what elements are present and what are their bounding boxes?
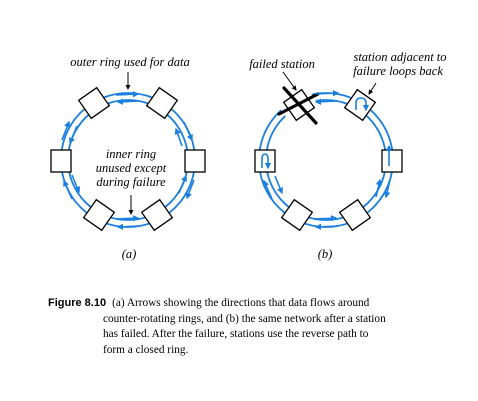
station-a-bottom-left: [82, 198, 116, 232]
station-b-top-right: [343, 88, 377, 122]
ring-arrows-b: [263, 90, 393, 230]
ring-b: failed station station adjacent to failu…: [249, 50, 446, 261]
caption-line-2: counter-rotating rings, and (b) the same…: [103, 312, 386, 325]
station-a-right: [184, 149, 206, 173]
caption-line-4: form a closed ring.: [103, 343, 189, 356]
ring-a: outer ring used for data inner ring unus…: [50, 55, 206, 261]
label-failed-station: failed station: [249, 57, 315, 71]
loopback-top-right: [355, 97, 370, 112]
pointer-adjacent-station: [368, 82, 377, 95]
figure-caption: Figure 8.10 (a) Arrows showing the direct…: [48, 296, 414, 358]
failed-station-cross-icon: [277, 86, 320, 125]
label-inner-ring-1: inner ring: [106, 147, 156, 161]
station-b-bottom-left: [280, 198, 314, 232]
station-b-right: [381, 149, 403, 173]
label-adjacent-1: station adjacent to: [353, 50, 446, 64]
figure-label: Figure 8.10: [48, 297, 107, 309]
caption-line-1: Figure 8.10 (a) Arrows showing the direct…: [48, 296, 414, 312]
station-a-top-right: [145, 86, 179, 120]
caption-line-3: has failed. After the failure, stations …: [103, 328, 369, 341]
inner-ring-b: [265, 99, 387, 221]
outer-ring-arrows-a: [61, 91, 195, 230]
pointer-failed-station: [282, 71, 297, 91]
label-adjacent-2: failure loops back: [353, 64, 443, 78]
subcaption-a: (a): [122, 247, 137, 261]
station-a-top-left: [77, 86, 111, 120]
station-a-bottom-right: [140, 198, 174, 232]
caption-text-1: (a) Arrows showing the directions that d…: [112, 297, 370, 309]
label-inner-ring-2: unused except: [96, 161, 167, 175]
station-b-bottom-right: [338, 198, 372, 232]
station-a-left: [50, 149, 72, 173]
label-outer-ring: outer ring used for data: [70, 55, 189, 69]
subcaption-b: (b): [318, 247, 333, 261]
loopback-left: [261, 153, 272, 170]
inner-ring-arrows-a: [68, 98, 188, 222]
label-inner-ring-3: during failure: [96, 175, 166, 189]
